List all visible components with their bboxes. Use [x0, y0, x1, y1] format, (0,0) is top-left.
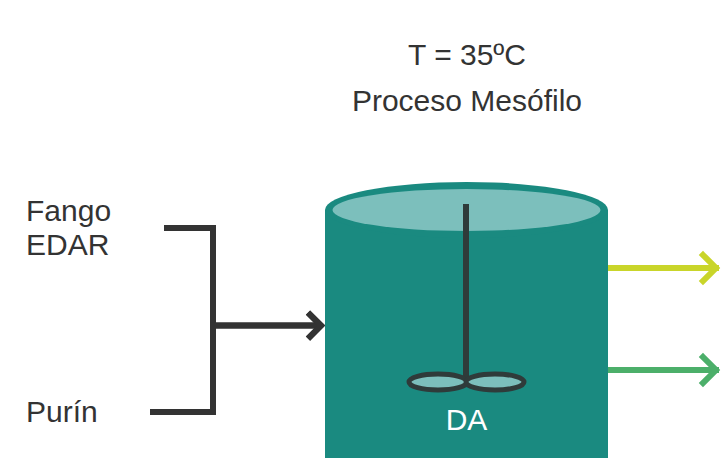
feed-connector — [164, 228, 322, 326]
arrow-head — [308, 313, 321, 339]
agitator-blade — [466, 374, 524, 390]
agitator-shaft — [463, 204, 469, 380]
feed-connector — [150, 326, 322, 412]
digestate-arrow — [608, 367, 716, 373]
input-name: Purín — [26, 395, 98, 430]
output-arrows — [608, 255, 716, 383]
input-label: Fango EDAR — [26, 194, 154, 263]
tank-label: DA — [325, 403, 608, 438]
agitator-blade — [409, 374, 467, 390]
title-text: T = 35ºC — [408, 38, 526, 72]
process-label: Proceso Mesófilo — [352, 84, 582, 118]
digester-tank: DA — [325, 182, 608, 458]
biogas-arrow-head — [703, 255, 716, 281]
input-name: Fango EDAR — [26, 194, 154, 263]
biogas-arrow — [608, 265, 716, 271]
input-label: Purín — [26, 395, 98, 430]
digestate-arrow-head — [703, 357, 716, 383]
